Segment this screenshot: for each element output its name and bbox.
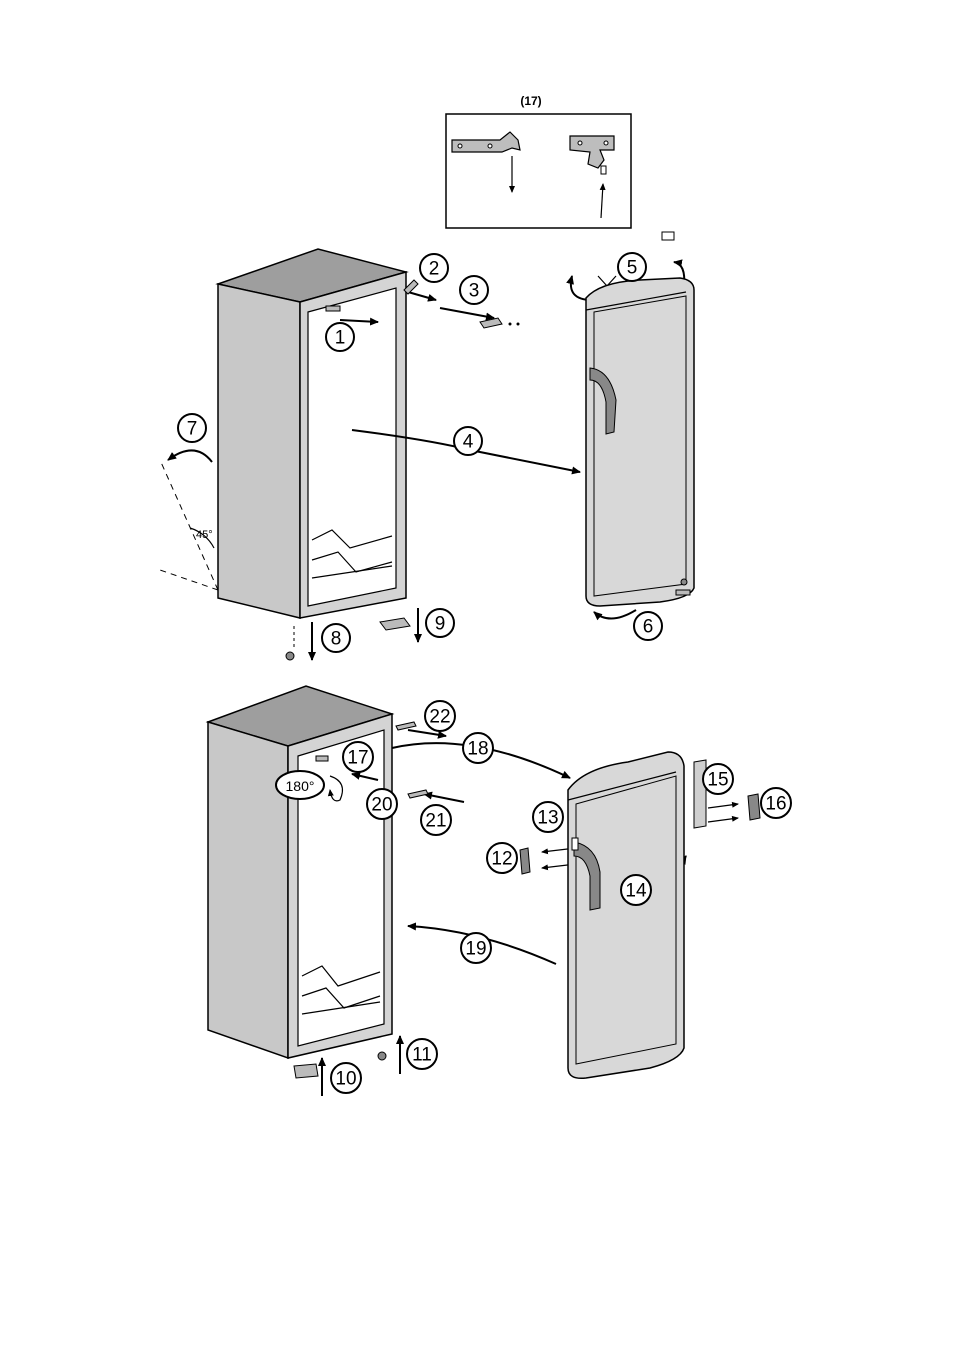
callout-number: 12 xyxy=(491,849,512,870)
plug-icon xyxy=(662,232,674,240)
callout-number: 4 xyxy=(463,432,474,453)
handle-cap-right-icon xyxy=(748,794,760,820)
door-top xyxy=(586,278,694,606)
callout-number: 11 xyxy=(412,1045,432,1066)
callout-7: 7 xyxy=(178,414,206,442)
callout-number: 2 xyxy=(429,259,440,280)
callout-13: 13 xyxy=(533,802,563,832)
top-hinge-plate xyxy=(326,306,340,311)
bottom-top-hinge-plate xyxy=(316,756,328,761)
callout-3: 3 xyxy=(460,276,488,304)
callout-11: 11 xyxy=(407,1039,437,1069)
callout-number: 10 xyxy=(335,1069,356,1090)
foot-icon xyxy=(286,652,294,660)
callout-16: 16 xyxy=(761,788,791,818)
callout-21: 21 xyxy=(421,805,451,835)
callout-17: 17 xyxy=(343,742,373,772)
callout-9: 9 xyxy=(426,609,454,637)
top-hinge-icon xyxy=(480,318,502,328)
callout-number: 3 xyxy=(469,281,480,302)
callout-number: 6 xyxy=(643,617,654,638)
callout-19: 19 xyxy=(461,933,491,963)
callout-number: 1 xyxy=(335,328,346,349)
callout-6: 6 xyxy=(634,612,662,640)
callout-number: 13 xyxy=(537,808,558,829)
callout-20: 20 xyxy=(367,789,397,819)
callout-number: 21 xyxy=(425,811,446,832)
callout-14: 14 xyxy=(621,875,651,905)
tilt-indicator: 45° xyxy=(160,450,218,590)
callout-1: 1 xyxy=(326,323,354,351)
callout-8: 8 xyxy=(322,624,350,652)
callout-number: 16 xyxy=(765,794,786,815)
callout-number: 15 xyxy=(707,770,728,791)
inset-label: (17) xyxy=(520,94,541,108)
bottom-hinge-icon xyxy=(380,618,410,630)
cover-plate-icon xyxy=(396,722,416,730)
hinge-inset: (17) xyxy=(446,94,631,228)
callout-number: 19 xyxy=(465,939,486,960)
callout-number: 7 xyxy=(187,419,198,440)
rotation-label: 180° xyxy=(276,771,324,799)
callout-number: 18 xyxy=(467,739,488,760)
callout-number: 17 xyxy=(347,748,368,769)
callout-18: 18 xyxy=(463,733,493,763)
handle-cap-left-icon xyxy=(520,848,530,874)
door-bottom xyxy=(568,752,684,1078)
callout-number: 20 xyxy=(371,795,392,816)
tilt-angle-label: 45° xyxy=(196,529,213,541)
cabinet-bottom xyxy=(208,686,392,1058)
callout-number: 8 xyxy=(331,629,342,650)
rotation-angle-label: 180° xyxy=(286,778,315,794)
hole-plug-icon xyxy=(408,790,428,798)
callout-22: 22 xyxy=(425,701,455,731)
lower-hinge-icon xyxy=(294,1064,318,1078)
callout-5: 5 xyxy=(618,253,646,281)
callout-10: 10 xyxy=(331,1063,361,1093)
callout-12: 12 xyxy=(487,843,517,873)
callout-number: 14 xyxy=(625,881,647,902)
callout-number: 5 xyxy=(627,258,638,279)
callout-number: 22 xyxy=(429,707,450,728)
callout-15: 15 xyxy=(703,764,733,794)
callout-2: 2 xyxy=(420,254,448,282)
handle-bracket-icon xyxy=(694,760,706,828)
callout-4: 4 xyxy=(454,427,482,455)
adjustable-foot-icon xyxy=(378,1052,386,1060)
callout-number: 9 xyxy=(435,614,446,635)
